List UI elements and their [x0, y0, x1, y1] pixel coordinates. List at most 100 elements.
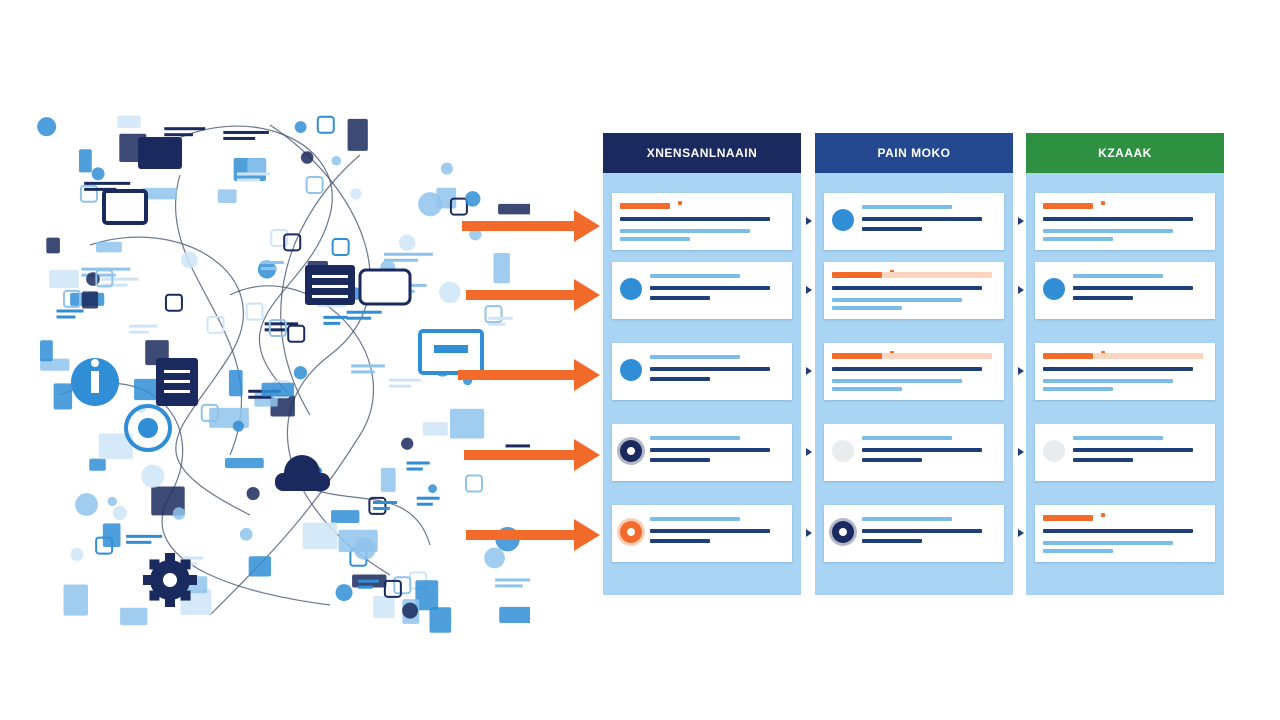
line-icon — [236, 172, 270, 176]
text-line — [1043, 379, 1173, 383]
step-card — [824, 505, 1004, 562]
window-icon — [228, 369, 243, 397]
circle-icon — [399, 234, 416, 251]
step-card — [612, 424, 792, 481]
highlight-bar — [832, 353, 882, 359]
text-line — [1043, 387, 1113, 391]
window-icon — [247, 158, 267, 174]
text-line — [862, 458, 922, 462]
text-line — [832, 286, 982, 290]
window-icon — [261, 382, 295, 397]
text-line — [650, 274, 740, 278]
database-line — [312, 285, 348, 288]
line-icon — [373, 507, 390, 511]
text-line — [1073, 286, 1193, 290]
circle-icon — [86, 272, 100, 286]
line-icon — [56, 315, 76, 319]
line-icon — [248, 395, 272, 399]
highlight-bar — [620, 203, 670, 209]
text-line — [832, 379, 962, 383]
circle-icon — [91, 167, 105, 181]
text-line — [1073, 458, 1133, 462]
text-line — [862, 436, 952, 440]
square-icon — [305, 175, 324, 194]
square-icon — [268, 318, 287, 337]
line-icon — [182, 556, 204, 560]
document-line — [164, 370, 190, 373]
line-icon — [84, 187, 117, 191]
square-icon — [316, 115, 335, 134]
network-lines-icon — [280, 154, 361, 416]
line-icon — [128, 324, 158, 328]
text-line — [1073, 436, 1163, 440]
line-icon — [416, 496, 440, 500]
text-line — [1043, 367, 1193, 371]
target-icon — [124, 404, 172, 452]
line-icon — [264, 328, 289, 332]
text-line — [1043, 541, 1173, 545]
gear-tooth — [165, 553, 175, 563]
connector-arrow-icon — [806, 448, 812, 456]
gear-icon — [620, 521, 642, 543]
window-icon — [81, 291, 99, 309]
square-icon — [464, 474, 483, 493]
text-line — [832, 298, 962, 302]
highlight-bar-light — [1093, 353, 1203, 359]
text-line — [620, 237, 690, 241]
window-icon — [380, 467, 396, 492]
line-icon — [236, 178, 260, 182]
gear-icon — [832, 521, 854, 543]
connector-arrow-icon — [806, 286, 812, 294]
step-card — [824, 193, 1004, 250]
text-line — [650, 377, 710, 381]
text-line — [862, 217, 982, 221]
gear-icon-center — [163, 573, 177, 587]
window-icon — [373, 595, 395, 619]
circle-icon — [401, 437, 414, 450]
text-line — [862, 539, 922, 543]
window-icon — [46, 237, 60, 254]
highlight-mark — [1101, 513, 1105, 517]
chat-icon — [358, 268, 412, 306]
monitor-icon — [102, 189, 148, 225]
circle-icon — [353, 537, 376, 560]
highlight-bar — [1043, 353, 1093, 359]
info-icon-dot — [91, 359, 99, 367]
line-icon — [323, 321, 341, 325]
text-line — [1043, 549, 1113, 553]
circle-icon — [402, 602, 419, 619]
connector-arrow-icon — [1018, 448, 1024, 456]
text-line — [862, 205, 952, 209]
network-lines-icon — [209, 285, 374, 616]
circle-icon — [832, 440, 854, 462]
text-line — [650, 367, 770, 371]
line-icon — [260, 261, 284, 265]
text-line — [650, 539, 710, 543]
line-icon — [81, 267, 131, 271]
text-line — [1073, 274, 1163, 278]
square-icon — [206, 315, 225, 334]
cloud-icon-base — [275, 473, 330, 491]
square-icon — [287, 324, 306, 343]
window-icon — [498, 203, 530, 215]
window-icon — [78, 149, 92, 173]
circle-icon — [293, 366, 308, 380]
text-line — [650, 517, 740, 521]
highlight-mark — [1101, 201, 1105, 205]
window-icon — [302, 522, 338, 549]
step-card — [824, 262, 1004, 319]
line-icon — [406, 461, 430, 465]
window-icon — [141, 187, 177, 200]
step-card — [612, 343, 792, 400]
circle-icon — [418, 192, 443, 217]
connector-arrow-icon — [806, 217, 812, 225]
step-card — [1035, 262, 1215, 319]
database-line — [312, 295, 348, 298]
column-1: XNENSANLNAAIN — [603, 133, 812, 595]
document-line — [164, 390, 190, 393]
circle-icon — [469, 228, 482, 241]
line-icon — [351, 364, 385, 368]
line-icon — [56, 309, 84, 313]
step-card — [824, 343, 1004, 400]
speech-bubble-icon — [620, 359, 642, 381]
